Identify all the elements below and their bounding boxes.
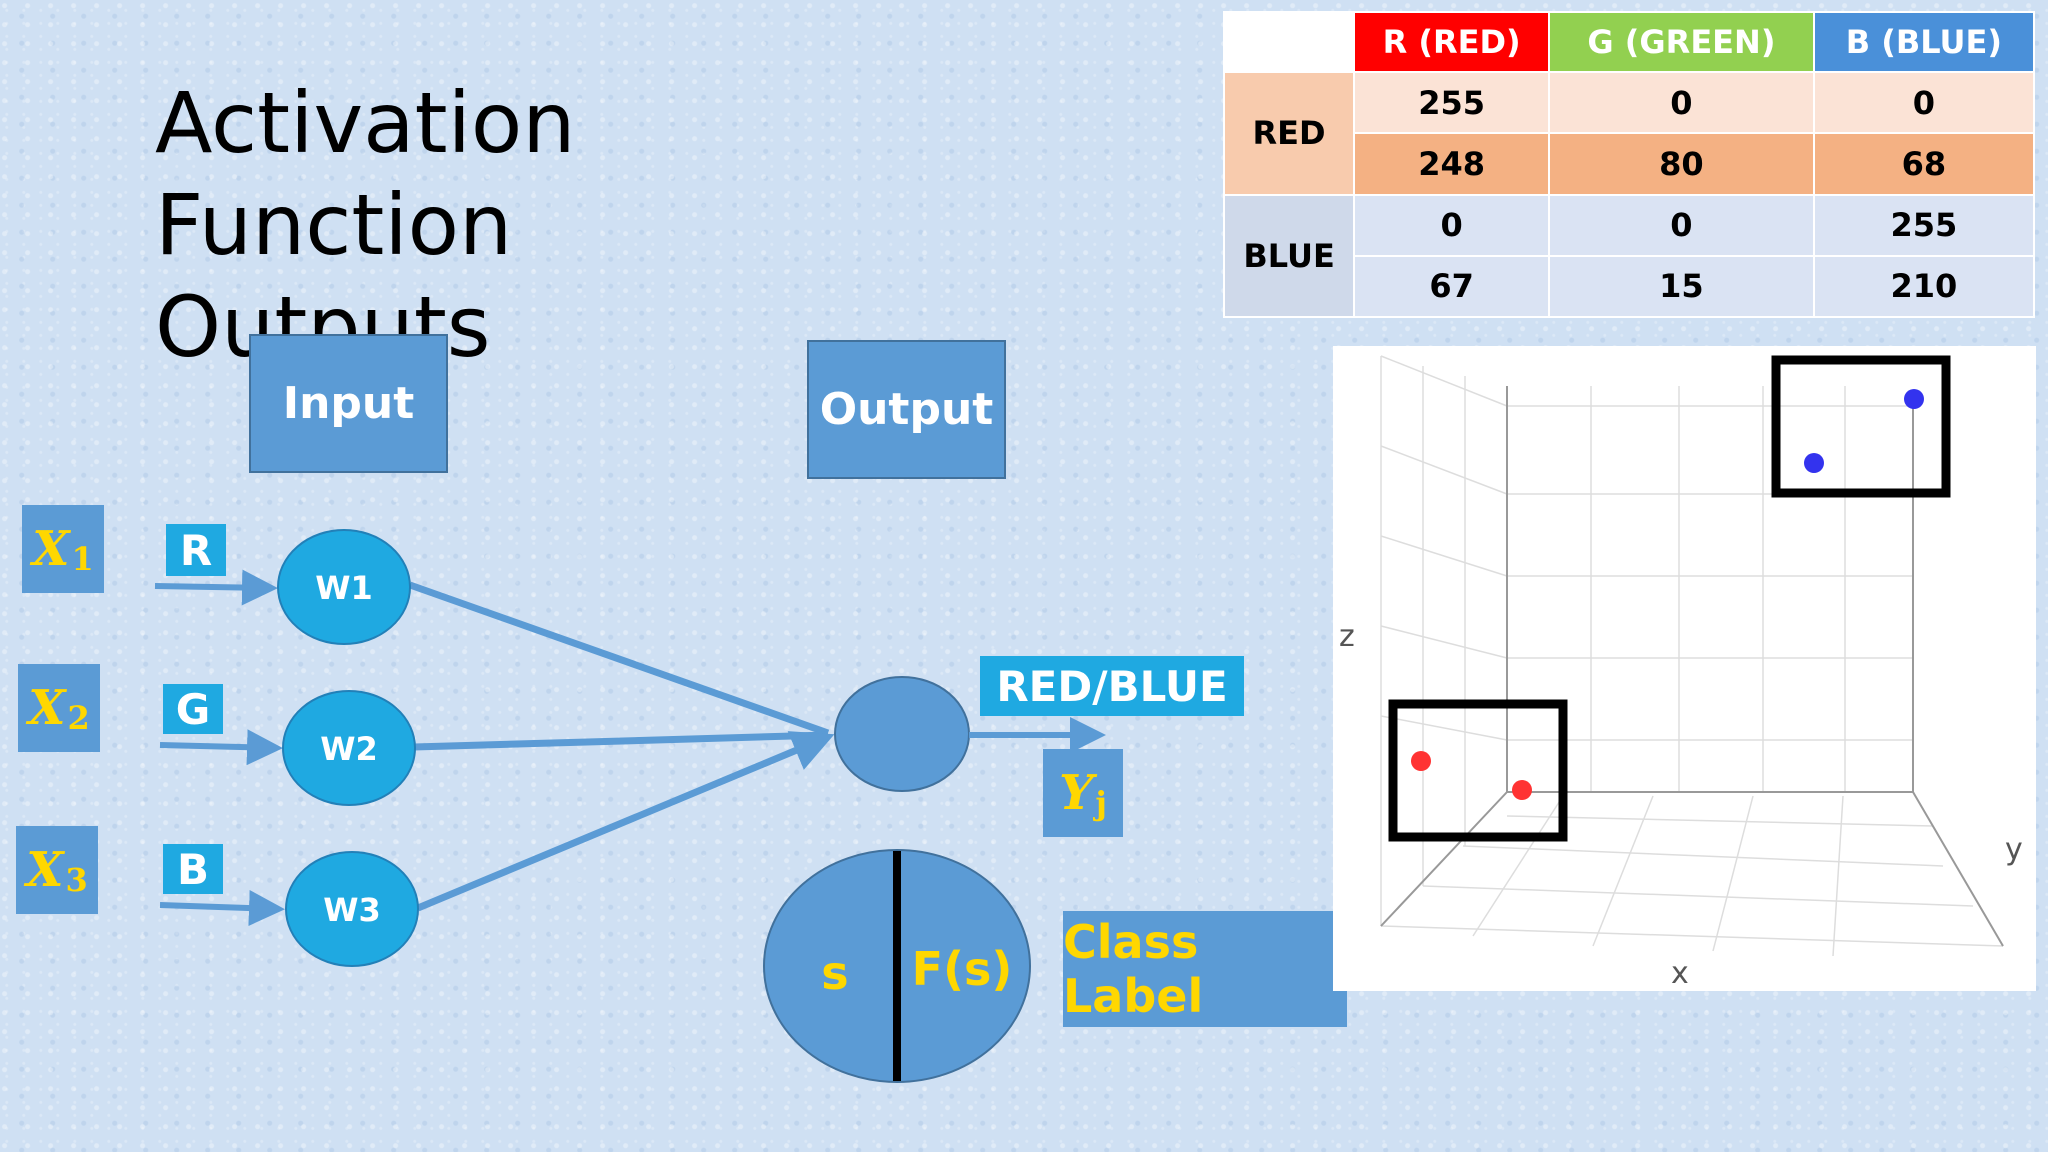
title-line-1: Activation Function xyxy=(155,74,576,274)
table-cell: 67 xyxy=(1353,254,1551,319)
table-cell: 0 xyxy=(1548,70,1815,135)
table-row: BLUE 0 0 255 xyxy=(1222,193,2036,318)
header-r: R (RED) xyxy=(1353,11,1551,73)
x3-subscript: 3 xyxy=(65,861,88,899)
blue-point xyxy=(1904,389,1924,409)
y-subscript: j xyxy=(1095,784,1107,822)
input-arrow-2 xyxy=(159,729,283,766)
scatter-3d-plot: z x y xyxy=(1333,346,2036,991)
weight-label-w2: W2 xyxy=(320,730,378,768)
slide-title: Activation Function Outputs xyxy=(155,72,955,378)
blue-cluster-box xyxy=(1771,355,1951,498)
y-axis-label: y xyxy=(2005,832,2023,867)
plot-axes xyxy=(1380,386,2004,947)
edge-w1-sum xyxy=(408,581,830,737)
edge-w2-sum xyxy=(413,731,829,751)
x2-subscript: 2 xyxy=(67,699,90,737)
channel-b-label: B xyxy=(163,844,223,894)
red-point xyxy=(1512,780,1532,800)
blue-point xyxy=(1804,453,1824,473)
weight-node-w1 xyxy=(277,529,411,645)
x2-symbol: X xyxy=(28,680,66,736)
z-axis-label: z xyxy=(1339,619,1355,654)
weight-node-w2 xyxy=(282,690,416,806)
table-cell: 210 xyxy=(1812,254,2036,319)
scatter-3d-svg xyxy=(1380,355,2004,957)
header-g: G (GREEN) xyxy=(1548,11,1815,73)
table-cell: 80 xyxy=(1548,132,1815,196)
x1-subscript: 1 xyxy=(71,540,94,578)
table-cell: 255 xyxy=(1812,193,2036,257)
x3-symbol: X xyxy=(26,842,64,898)
group-label-red: RED xyxy=(1222,71,1356,196)
edge-w3-sum xyxy=(416,731,835,912)
summation-node xyxy=(834,676,970,792)
table-cell: 68 xyxy=(1812,132,2036,196)
table-row: 248 80 68 xyxy=(1224,132,2036,196)
output-box: Output xyxy=(807,340,1006,479)
input-box: Input xyxy=(249,334,448,473)
y-symbol: Y xyxy=(1059,765,1094,821)
red-blue-label: RED/BLUE xyxy=(980,656,1244,716)
table-cell: 255 xyxy=(1353,70,1551,135)
input-arrow-3 xyxy=(159,890,285,926)
rgb-table: R (RED) G (GREEN) B (BLUE) RED 255 0 0 2… xyxy=(1222,11,2036,319)
channel-g-label: G xyxy=(163,684,223,734)
weight-label-w3: W3 xyxy=(323,891,381,929)
plot-grid xyxy=(1380,355,2004,957)
group-label-blue: BLUE xyxy=(1222,193,1356,318)
red-cluster-box xyxy=(1388,699,1568,842)
table-header-row: R (RED) G (GREEN) B (BLUE) xyxy=(1222,11,2036,73)
table-cell: 248 xyxy=(1353,132,1551,196)
red-point xyxy=(1411,751,1431,771)
weight-node-w3 xyxy=(285,851,419,967)
weight-label-w1: W1 xyxy=(315,569,373,607)
class-label-box: Class Label xyxy=(1063,911,1347,1027)
channel-r-label: R xyxy=(166,524,226,576)
sum-label: s xyxy=(821,946,848,1000)
header-b: B (BLUE) xyxy=(1812,11,2036,73)
table-row: 67 15 210 xyxy=(1224,254,2036,319)
x1-symbol: X xyxy=(32,521,70,577)
table-row: RED 255 0 0 xyxy=(1222,70,2036,196)
table-cell: 0 xyxy=(1548,193,1815,257)
table-corner-cell xyxy=(1222,11,1356,73)
table-cell: 15 xyxy=(1548,254,1815,319)
table-cell: 0 xyxy=(1812,70,2036,135)
input-arrow-1 xyxy=(154,569,278,606)
function-label: F(s) xyxy=(912,942,1013,996)
x-axis-label: x xyxy=(1671,956,1689,991)
table-cell: 0 xyxy=(1353,193,1551,257)
